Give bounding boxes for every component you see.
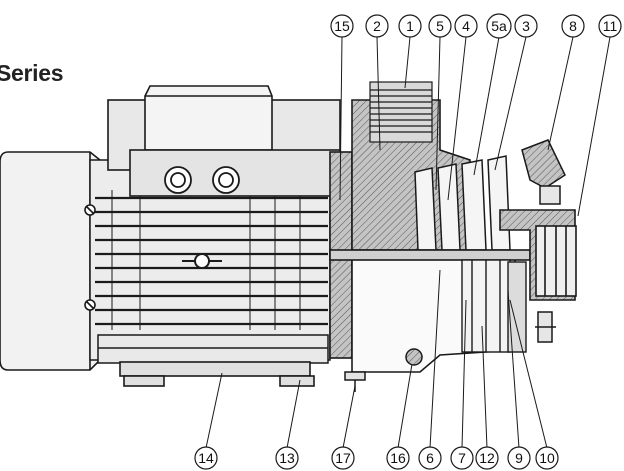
callout-12: 12 xyxy=(475,446,499,470)
svg-text:9: 9 xyxy=(515,450,523,466)
svg-text:1: 1 xyxy=(406,18,414,34)
discharge-port xyxy=(369,81,433,143)
callout-5: 5 xyxy=(428,14,452,38)
fan-cover xyxy=(0,151,101,371)
callout-14: 14 xyxy=(194,446,218,470)
leader-lines xyxy=(205,36,611,449)
pump-shaft xyxy=(329,249,531,261)
callout-7: 7 xyxy=(450,446,474,470)
priming-plug xyxy=(521,139,566,205)
callout-4: 4 xyxy=(454,14,478,38)
callouts-bottom: 14 13 17 16 6 7 12 9 10 xyxy=(194,446,559,470)
svg-text:17: 17 xyxy=(335,450,351,466)
callout-8: 8 xyxy=(561,14,585,38)
svg-text:8: 8 xyxy=(569,18,577,34)
svg-text:6: 6 xyxy=(426,450,434,466)
svg-text:14: 14 xyxy=(198,450,214,466)
motor-feet xyxy=(119,361,315,387)
nameplate-rivet xyxy=(182,253,222,269)
callout-15: 15 xyxy=(330,14,354,38)
callout-13: 13 xyxy=(275,446,299,470)
motor-screws xyxy=(84,204,96,311)
cable-glands xyxy=(164,166,240,194)
suction-cover xyxy=(499,209,577,301)
callout-6: 6 xyxy=(418,446,442,470)
callouts-top: 15 2 1 5 4 5a 3 8 11 xyxy=(330,13,622,39)
svg-text:15: 15 xyxy=(334,18,350,34)
svg-text:3: 3 xyxy=(522,18,530,34)
callout-10: 10 xyxy=(535,446,559,470)
callout-17: 17 xyxy=(331,446,355,470)
svg-text:11: 11 xyxy=(603,18,618,34)
tie-bolt xyxy=(535,311,556,343)
svg-text:5: 5 xyxy=(436,18,444,34)
callout-16: 16 xyxy=(386,446,410,470)
callout-5a: 5a xyxy=(486,13,512,39)
series-title: Series xyxy=(0,60,64,86)
callout-1: 1 xyxy=(398,14,422,38)
svg-text:12: 12 xyxy=(479,450,495,466)
svg-text:10: 10 xyxy=(539,450,555,466)
diffuser-stack xyxy=(461,259,527,353)
callout-2: 2 xyxy=(365,14,389,38)
svg-text:7: 7 xyxy=(458,450,466,466)
callout-9: 9 xyxy=(507,446,531,470)
callout-3: 3 xyxy=(514,14,538,38)
callout-11: 11 xyxy=(598,14,622,38)
svg-text:5a: 5a xyxy=(491,18,507,34)
svg-text:2: 2 xyxy=(373,18,381,34)
svg-text:13: 13 xyxy=(279,450,295,466)
svg-text:16: 16 xyxy=(390,450,406,466)
drain-plug xyxy=(344,348,423,392)
svg-text:4: 4 xyxy=(462,18,470,34)
